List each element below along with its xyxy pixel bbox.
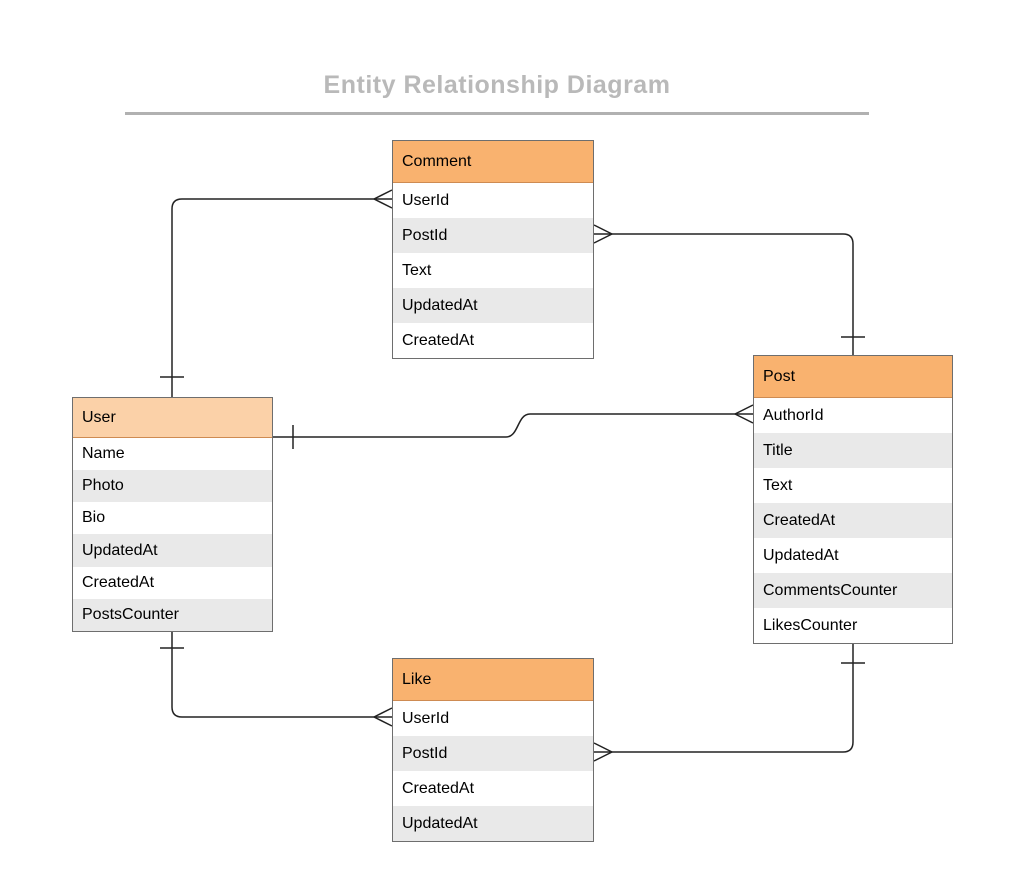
attribute-row-post-commentscounter[interactable]: CommentsCounter: [754, 573, 952, 608]
crow-foot-many-marker: [734, 413, 754, 424]
attribute-row-comment-userid[interactable]: UserId: [393, 183, 593, 218]
crow-foot-many-marker: [734, 404, 754, 415]
attribute-row-post-updatedat[interactable]: UpdatedAt: [754, 538, 952, 573]
attribute-row-user-postscounter[interactable]: PostsCounter: [73, 598, 272, 631]
crow-foot-many-marker: [373, 189, 393, 200]
attribute-row-post-authorid[interactable]: AuthorId: [754, 398, 952, 433]
attribute-row-comment-text[interactable]: Text: [393, 253, 593, 288]
relationship-like-user-line[interactable]: [171, 630, 374, 718]
entity-like-header[interactable]: Like: [393, 659, 593, 701]
relationship-post-user[interactable]: [273, 404, 754, 449]
relationship-comment-post[interactable]: [593, 224, 865, 355]
relationship-like-user[interactable]: [160, 630, 393, 727]
attribute-row-user-updatedat[interactable]: UpdatedAt: [73, 534, 272, 567]
crow-foot-many-marker: [373, 707, 393, 718]
relationship-post-user-line[interactable]: [273, 413, 735, 438]
attribute-row-post-title[interactable]: Title: [754, 433, 952, 468]
crow-foot-many-marker: [373, 716, 393, 727]
title-underline: [125, 112, 869, 115]
crow-foot-many-marker: [593, 224, 613, 235]
relationship-like-post[interactable]: [593, 642, 865, 762]
relationship-comment-user[interactable]: [160, 189, 393, 397]
crow-foot-many-marker: [593, 233, 613, 244]
entity-user-header[interactable]: User: [73, 398, 272, 438]
crow-foot-many-marker: [373, 198, 393, 209]
relationship-comment-post-line[interactable]: [612, 233, 854, 355]
attribute-row-user-bio[interactable]: Bio: [73, 502, 272, 535]
crow-foot-many-marker: [593, 742, 613, 753]
attribute-row-comment-updatedat[interactable]: UpdatedAt: [393, 288, 593, 323]
attribute-row-user-createdat[interactable]: CreatedAt: [73, 566, 272, 599]
attribute-row-post-text[interactable]: Text: [754, 468, 952, 503]
attribute-row-post-likescounter[interactable]: LikesCounter: [754, 608, 952, 643]
crow-foot-many-marker: [593, 751, 613, 762]
attribute-row-like-createdat[interactable]: CreatedAt: [393, 771, 593, 806]
attribute-row-comment-postid[interactable]: PostId: [393, 218, 593, 253]
relationship-like-post-line[interactable]: [612, 642, 854, 753]
attribute-row-user-photo[interactable]: Photo: [73, 470, 272, 503]
attribute-row-comment-createdat[interactable]: CreatedAt: [393, 323, 593, 358]
attribute-row-user-name[interactable]: Name: [73, 438, 272, 471]
attribute-row-post-createdat[interactable]: CreatedAt: [754, 503, 952, 538]
entity-comment-header[interactable]: Comment: [393, 141, 593, 183]
attribute-row-like-userid[interactable]: UserId: [393, 701, 593, 736]
attribute-row-like-updatedat[interactable]: UpdatedAt: [393, 806, 593, 841]
entity-post-header[interactable]: Post: [754, 356, 952, 398]
relationship-comment-user-line[interactable]: [171, 198, 374, 397]
diagram-title: Entity Relationship Diagram: [323, 71, 671, 99]
attribute-row-like-postid[interactable]: PostId: [393, 736, 593, 771]
